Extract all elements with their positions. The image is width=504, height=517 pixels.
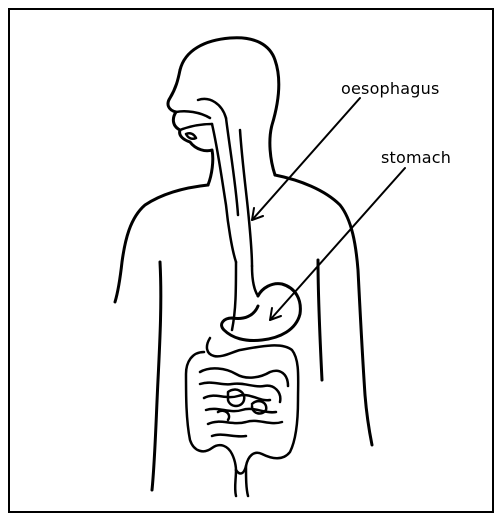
mouth-cavity	[176, 99, 226, 139]
stomach-pointer-line	[270, 168, 405, 320]
pointer-arrows	[252, 98, 405, 320]
intestines	[186, 338, 298, 496]
stomach-label: stomach	[381, 148, 451, 167]
oesophagus-label: oesophagus	[341, 79, 440, 98]
oesophagus	[212, 118, 258, 330]
oesophagus-pointer-line	[252, 98, 360, 220]
